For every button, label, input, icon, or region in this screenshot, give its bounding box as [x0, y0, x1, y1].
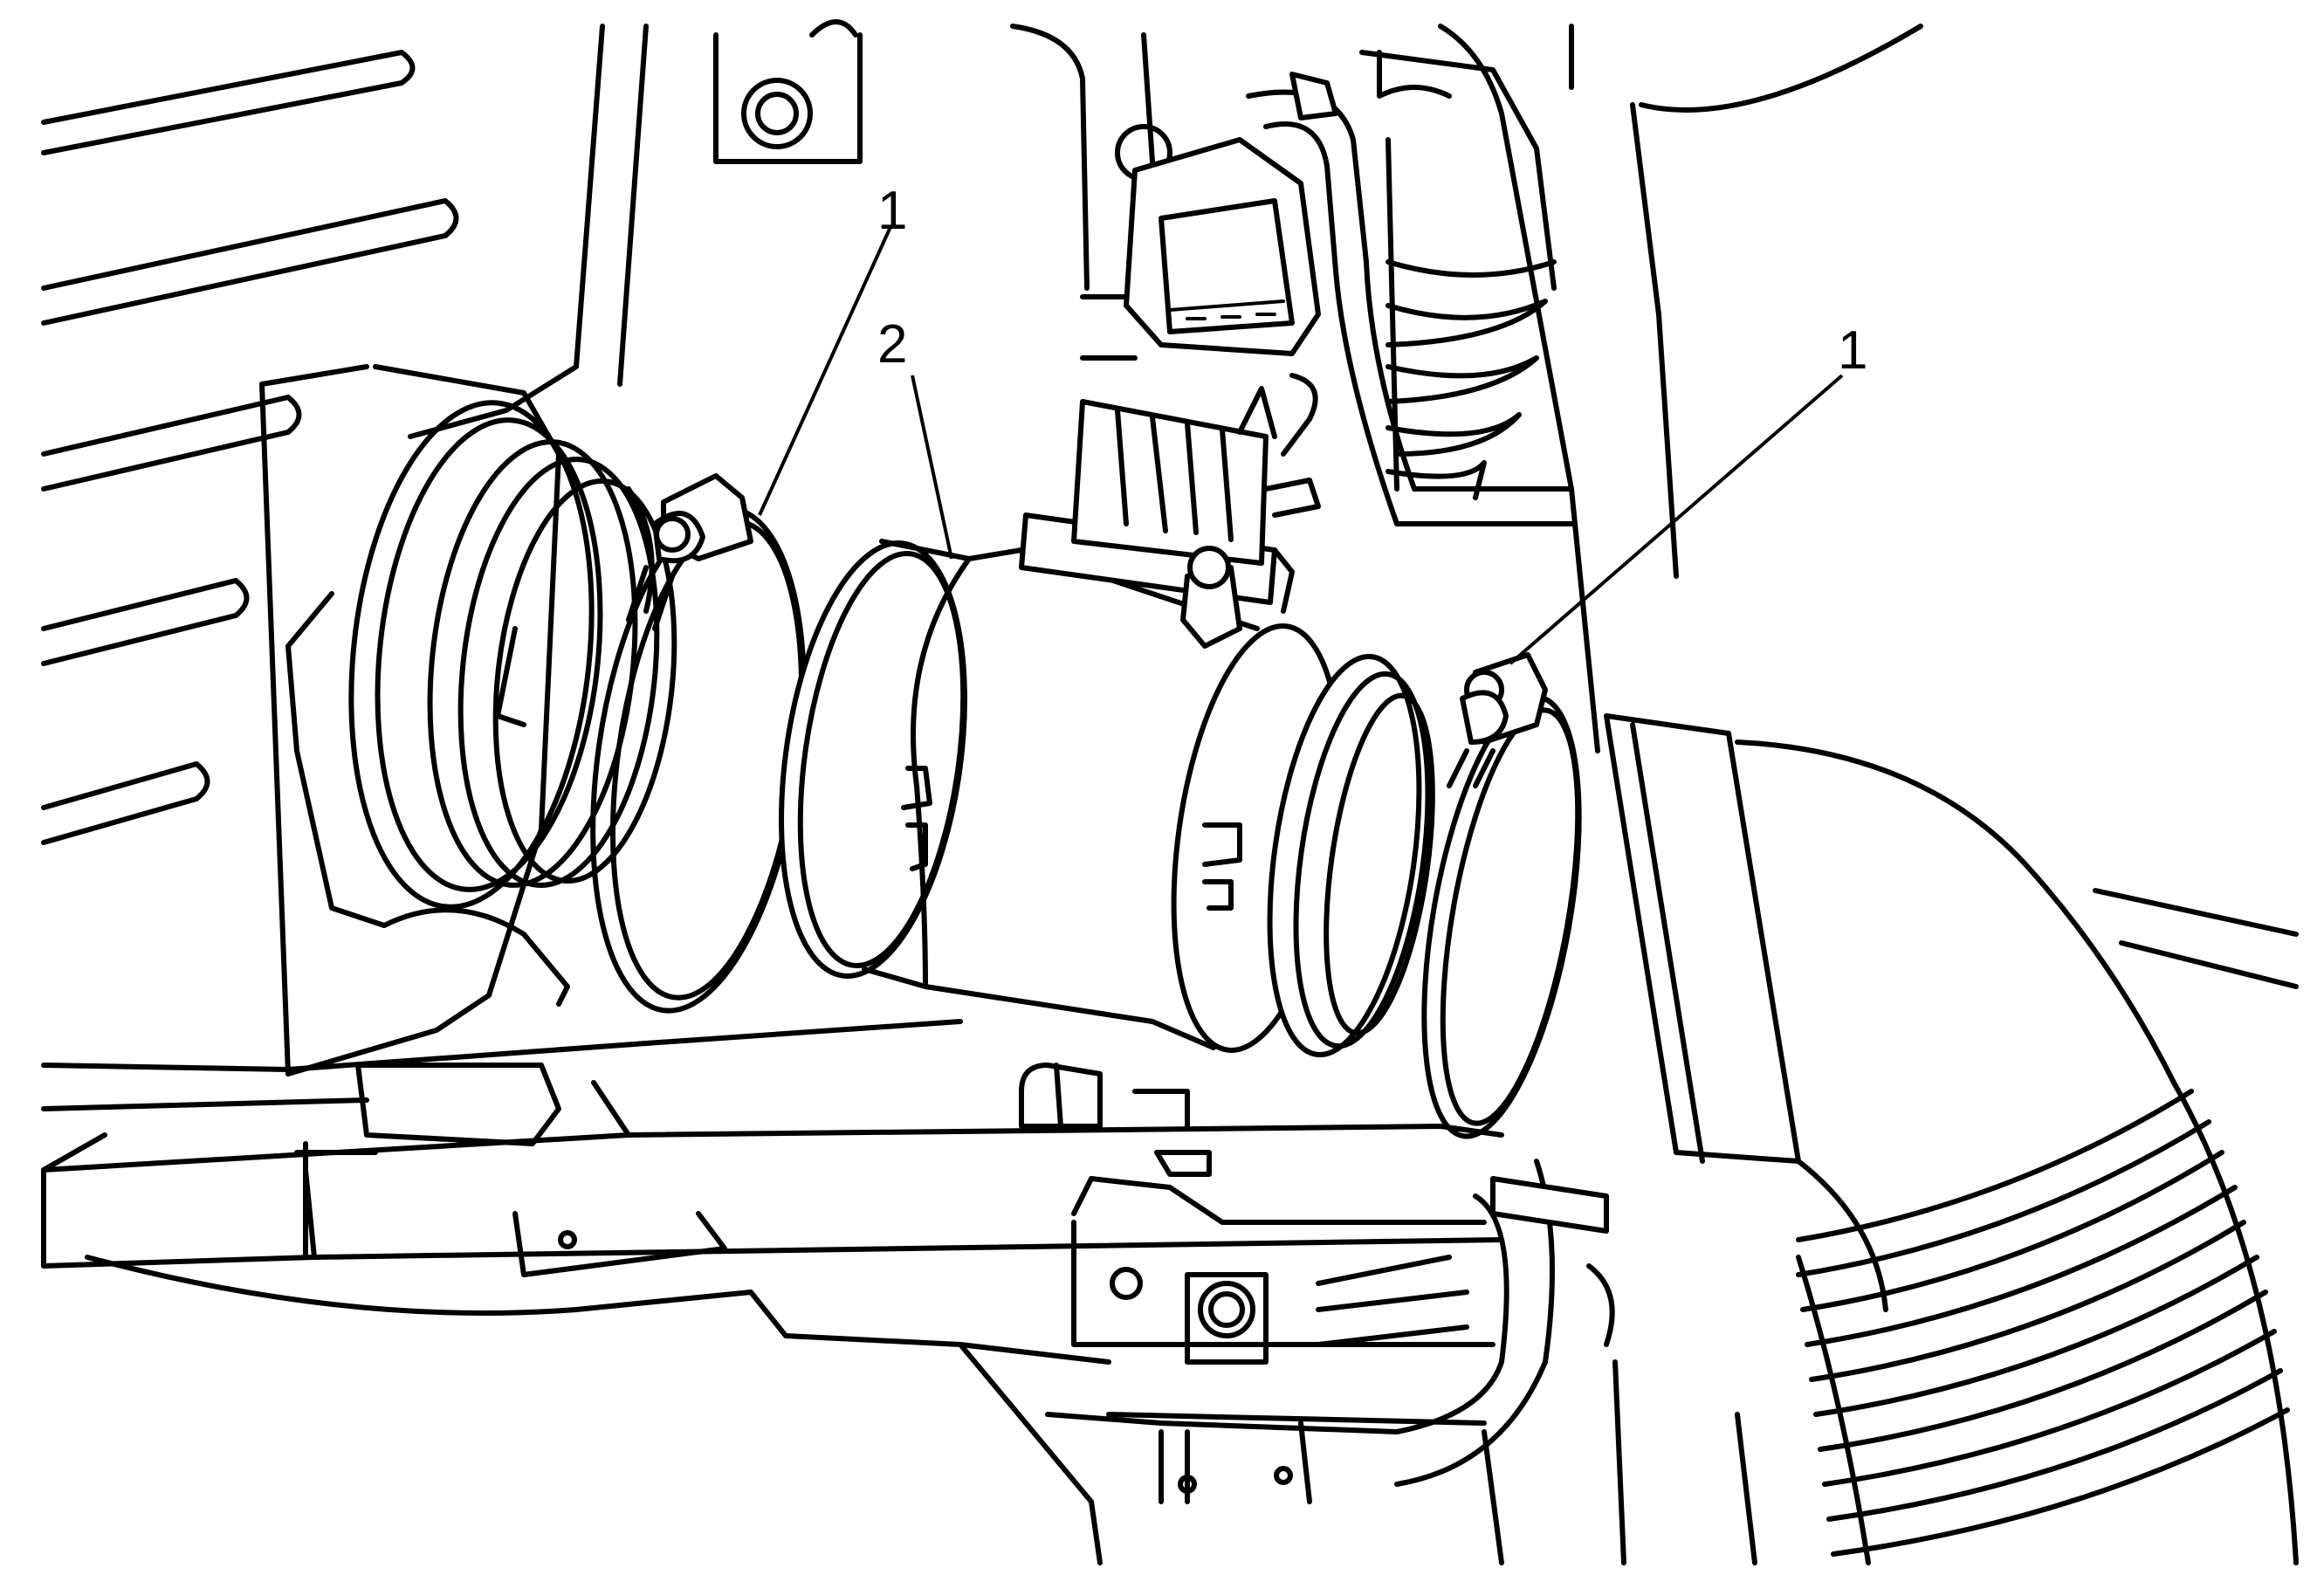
background-panel [41, 19, 863, 1076]
wiring-harness [1080, 72, 1574, 526]
callout-leaders [758, 226, 1844, 665]
leader-sensor [911, 375, 953, 560]
lower-frame [41, 1019, 1757, 1565]
callout-label-clamp-left: 1 [877, 181, 907, 241]
air-duct-left [285, 364, 677, 1076]
callout-label-sensor: 2 [877, 314, 907, 375]
callout-label-clamp-right: 1 [1838, 320, 1867, 381]
mass-air-flow-sensor [779, 386, 1435, 1058]
leader-clamp-right [1509, 374, 1844, 665]
leader-clamp-left [758, 226, 892, 516]
hose-clamp-right [1421, 652, 1582, 1139]
intake-hose-right [1604, 713, 2299, 1565]
upper-right-structure [1010, 24, 1923, 753]
